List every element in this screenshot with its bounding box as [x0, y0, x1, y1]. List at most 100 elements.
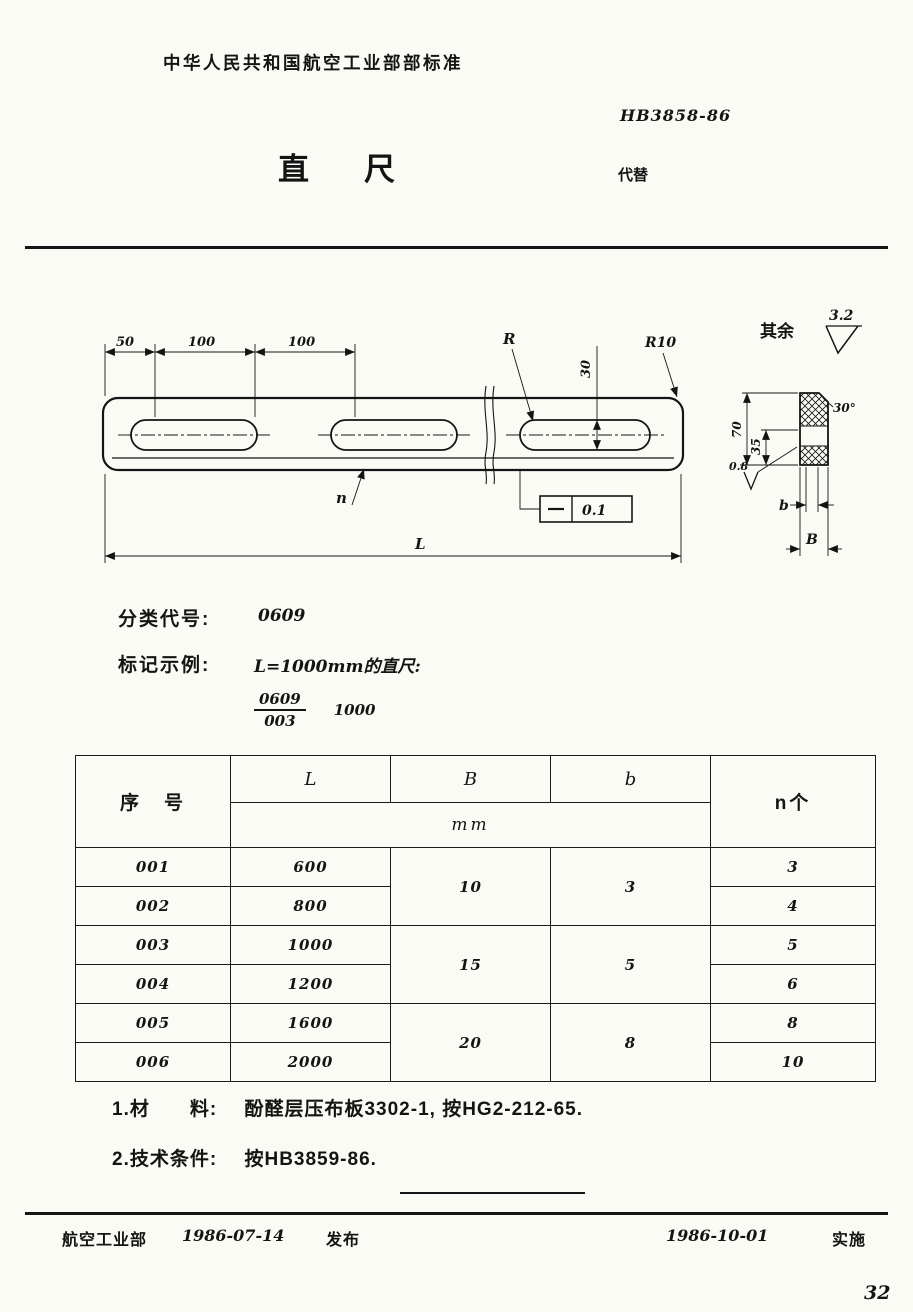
- section-hatch-top: [800, 393, 828, 426]
- break-line-1: [484, 385, 488, 485]
- note-2-value: 按HB3859-86.: [244, 1149, 377, 1170]
- n-arrow: [351, 468, 365, 506]
- page-number: 32: [864, 1282, 891, 1304]
- classification-value: 0609: [258, 606, 306, 626]
- dim-70-label: 70: [730, 421, 744, 438]
- cell-b-group-3: 8: [550, 1003, 711, 1082]
- cell-B-group-3: 20: [390, 1003, 551, 1082]
- spec-table: 序 号 L B b n个 mm 001 600 10 3 3 002 800 4: [75, 755, 876, 1082]
- col-header-b: b: [550, 755, 711, 803]
- center-divider: [400, 1192, 585, 1194]
- dim-30-label: 30: [579, 360, 594, 378]
- col-header-B: B: [390, 755, 551, 803]
- cell-seq-003: 003: [75, 925, 231, 965]
- unit-header: mm: [230, 802, 711, 848]
- dimension-labels: 50 100 100 R R10 30 L n 30° 70 35 0.8 b …: [116, 330, 856, 553]
- dim-100b-label: 100: [288, 335, 315, 350]
- break-line-2: [492, 385, 496, 485]
- note-2-label: 2.技术条件:: [112, 1149, 218, 1170]
- dim-35-label: 35: [749, 438, 763, 455]
- note-1-value: 酚醛层压布板3302-1, 按HG2-212-65.: [244, 1099, 584, 1120]
- table-row: 004 1200 6: [75, 964, 876, 1004]
- note-1-label: 1.材 料:: [112, 1099, 218, 1120]
- footer-issue-date: 1986-07-14: [182, 1226, 285, 1245]
- col-header-n: n个: [710, 755, 876, 848]
- ruler-outline: [101, 396, 685, 472]
- footer-rule: [25, 1212, 888, 1215]
- radius-label: R: [502, 330, 515, 348]
- marking-code-numerator: 0609: [254, 690, 306, 711]
- roughness-value: 3.2: [829, 308, 854, 324]
- cell-b-group-1: 3: [550, 847, 711, 926]
- footer-impl-date: 1986-10-01: [666, 1226, 769, 1245]
- cell-L-002: 800: [230, 886, 391, 926]
- cell-seq-004: 004: [75, 964, 231, 1004]
- r-leader: [511, 348, 535, 422]
- marking-label: 标记示例:: [118, 655, 211, 676]
- cell-seq-002: 002: [75, 886, 231, 926]
- section-view: [740, 392, 842, 556]
- technical-drawing: 0.1 其余: [101, 308, 862, 563]
- roughness-note-label: 其余: [760, 321, 795, 341]
- finish-08-label: 0.8: [729, 460, 748, 473]
- cell-L-003: 1000: [230, 925, 391, 965]
- marking-example-text: L=1000mm的直尺:: [254, 657, 421, 677]
- cell-n-005: 8: [710, 1003, 876, 1043]
- angle-30-label: 30°: [833, 401, 856, 415]
- standard-code: HB3858-86: [620, 106, 732, 125]
- tolerance-frame: 0.1: [539, 495, 633, 523]
- cell-B-group-1: 10: [390, 847, 551, 926]
- radius-10-label: R10: [644, 335, 676, 351]
- footer-org: 航空工业部: [62, 1232, 148, 1249]
- roughness-symbol-icon: [825, 325, 859, 355]
- tolerance-value: 0.1: [582, 503, 606, 519]
- document-title: 直尺: [278, 152, 450, 187]
- finish-mark-icon: [743, 471, 759, 491]
- col-header-seq: 序 号: [75, 755, 231, 848]
- footer-publish-label: 发布: [326, 1232, 361, 1249]
- cell-n-004: 6: [710, 964, 876, 1004]
- cell-seq-006: 006: [75, 1042, 231, 1082]
- standard-org-title: 中华人民共和国航空工业部部标准: [163, 53, 463, 73]
- marking-code-size: 1000: [333, 701, 376, 719]
- section-hatch-bottom: [800, 446, 828, 465]
- marking-code-denominator: 003: [264, 712, 296, 730]
- r10-leader: [662, 352, 678, 398]
- table-row: 005 1600 20 8 8: [75, 1003, 876, 1082]
- cell-seq-005: 005: [75, 1003, 231, 1043]
- cell-n-001: 3: [710, 847, 876, 887]
- table-row: 001 600 10 3 3: [75, 847, 876, 926]
- cell-n-002: 4: [710, 886, 876, 926]
- cell-L-005: 1600: [230, 1003, 391, 1043]
- tolerance-leader: [519, 471, 540, 510]
- dim-L-label: L: [414, 535, 426, 553]
- note-1: 1.材 料: 酚醛层压布板3302-1, 按HG2-212-65.: [112, 1094, 583, 1121]
- angle-leader: [822, 397, 834, 408]
- cell-seq-001: 001: [75, 847, 231, 887]
- dim-100a-label: 100: [188, 335, 215, 350]
- col-header-L: L: [230, 755, 391, 803]
- dimension-lines: [104, 344, 682, 563]
- footer-impl-label: 实施: [832, 1232, 867, 1249]
- dim-b-label: b: [779, 498, 789, 514]
- n-label: n: [336, 489, 347, 507]
- cell-L-004: 1200: [230, 964, 391, 1004]
- header-rule: [25, 246, 888, 249]
- cell-b-group-2: 5: [550, 925, 711, 1004]
- classification-label: 分类代号:: [118, 609, 211, 630]
- replaces-label: 代替: [618, 167, 649, 184]
- cell-n-006: 10: [710, 1042, 876, 1082]
- note-2: 2.技术条件: 按HB3859-86.: [112, 1144, 377, 1171]
- surface-roughness-note: 其余 3.2: [760, 308, 862, 355]
- cell-L-006: 2000: [230, 1042, 391, 1082]
- marking-code-fraction: 0609 003: [254, 690, 306, 730]
- cell-B-group-2: 15: [390, 925, 551, 1004]
- ruler-front-view: [101, 385, 685, 485]
- dim-50-label: 50: [116, 335, 134, 350]
- table-row: 006 2000 10: [75, 1042, 876, 1082]
- marking-code: 0609 003 1000: [254, 690, 376, 730]
- cell-n-003: 5: [710, 925, 876, 965]
- dim-B-label: B: [805, 532, 818, 548]
- cell-L-001: 600: [230, 847, 391, 887]
